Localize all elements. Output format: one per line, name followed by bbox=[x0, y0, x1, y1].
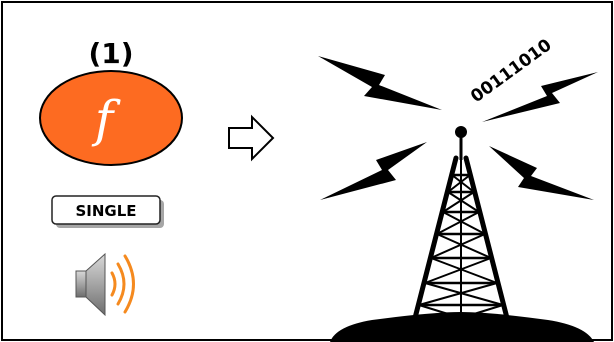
tower-lattice bbox=[415, 158, 507, 318]
speaker-sound-icon bbox=[76, 254, 134, 315]
speaker-cone bbox=[86, 254, 105, 315]
hollow-right-arrow-icon bbox=[229, 117, 273, 159]
lightning-bolt-upper-left bbox=[318, 56, 442, 110]
sound-wave-large bbox=[125, 256, 134, 312]
step-number: (1) bbox=[88, 37, 133, 70]
single-key-label: SINGLE bbox=[75, 202, 136, 220]
tower-beacon bbox=[455, 126, 467, 138]
sound-wave-small bbox=[112, 273, 115, 295]
transmission-bits: 00111010 bbox=[467, 35, 555, 107]
lightning-bolt-lower-left bbox=[320, 142, 427, 200]
speaker-magnet bbox=[76, 271, 86, 297]
function-key: f bbox=[40, 71, 182, 165]
sound-wave-medium bbox=[118, 264, 124, 304]
radio-broadcast-tower-icon bbox=[330, 126, 594, 342]
single-key: SINGLE bbox=[52, 196, 164, 228]
lightning-bolt-lower-right bbox=[489, 146, 594, 200]
